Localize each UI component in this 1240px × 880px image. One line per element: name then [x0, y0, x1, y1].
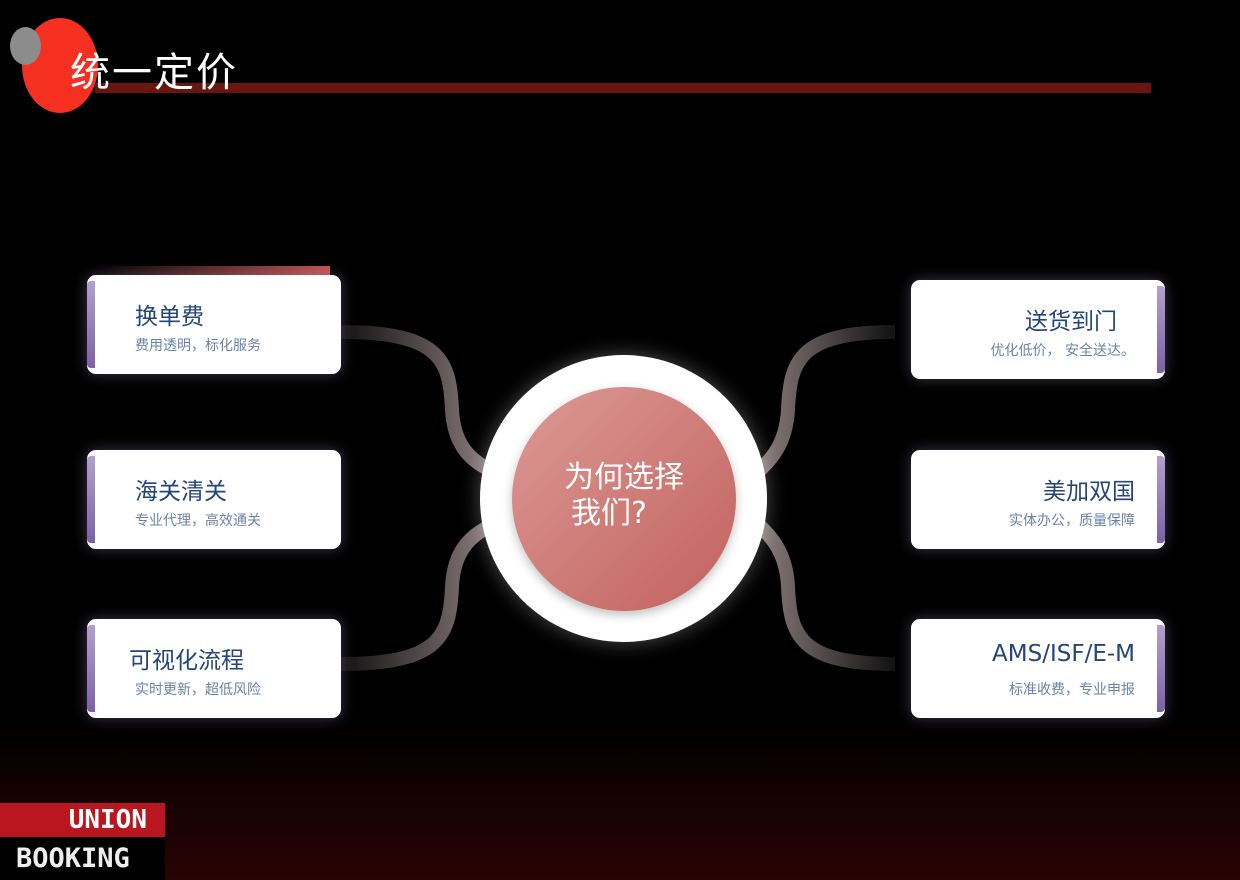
center-circle-inner	[512, 387, 736, 611]
connector-left-3	[340, 519, 494, 671]
card-title: AMS/ISF/E-M	[992, 641, 1135, 667]
card-side-bar	[1157, 456, 1165, 543]
card-title: 海关清关	[135, 479, 227, 505]
union-booking-logo: UNION BOOKING	[0, 803, 165, 880]
logo-union: UNION	[0, 803, 165, 837]
connector-left-1	[340, 325, 494, 477]
title-rule	[95, 83, 1151, 93]
card-subtitle: 实体办公，质量保障	[1009, 513, 1135, 529]
logo-booking: BOOKING	[0, 837, 165, 880]
card-subtitle: 优化低价， 安全送达。	[990, 343, 1135, 359]
card-accent-bar	[100, 266, 330, 275]
gray-circle-decoration	[10, 27, 41, 65]
connector-right-1	[755, 325, 896, 475]
card-door-delivery: 送货到门 优化低价， 安全送达。	[911, 280, 1165, 379]
card-side-bar	[87, 281, 95, 368]
card-visual-process: 可视化流程 实时更新，超低风险	[87, 619, 341, 718]
card-side-bar	[87, 456, 95, 543]
card-exchange-fee: 换单费 费用透明，标化服务	[87, 275, 341, 374]
page-title: 统一定价	[70, 50, 238, 96]
card-customs: 海关清关 专业代理，高效通关	[87, 450, 341, 549]
card-title: 送货到门	[1025, 309, 1117, 335]
card-subtitle: 实时更新，超低风险	[135, 682, 261, 698]
card-side-bar	[1157, 286, 1165, 373]
connector-right-3	[755, 521, 896, 671]
card-subtitle: 标准收费，专业申报	[1009, 682, 1135, 698]
center-text: 为何选择 我们?	[512, 460, 736, 532]
card-title: 换单费	[135, 304, 204, 330]
card-side-bar	[1157, 625, 1165, 712]
card-subtitle: 专业代理，高效通关	[135, 513, 261, 529]
card-title: 美加双国	[1043, 479, 1135, 505]
card-ams-isf: AMS/ISF/E-M 标准收费，专业申报	[911, 619, 1165, 718]
center-line-1: 为何选择	[564, 460, 684, 495]
center-line-2: 我们?	[571, 496, 647, 531]
card-us-canada: 美加双国 实体办公，质量保障	[911, 450, 1165, 549]
card-side-bar	[87, 625, 95, 712]
card-subtitle: 费用透明，标化服务	[135, 338, 261, 354]
card-title: 可视化流程	[129, 648, 244, 674]
